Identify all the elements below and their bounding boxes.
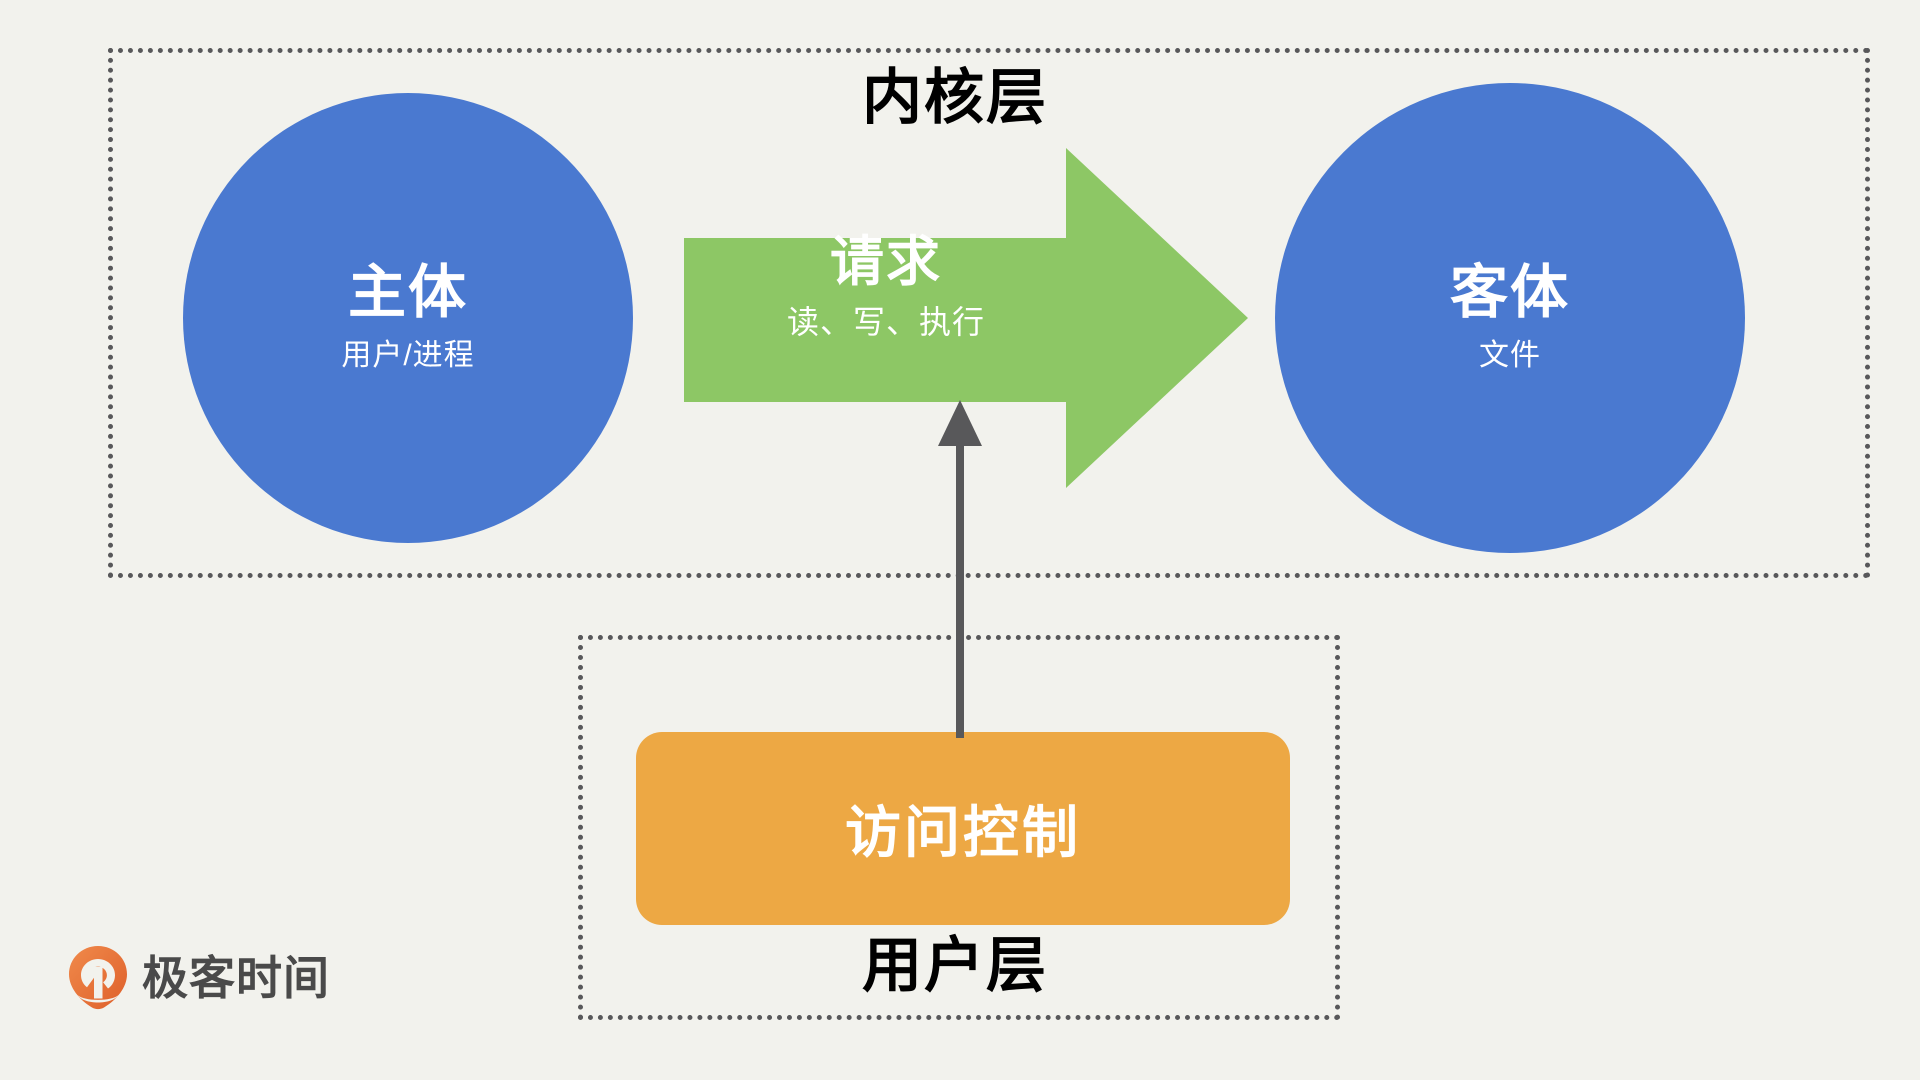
kernel-layer-title: 内核层 <box>862 64 1048 131</box>
subject-node[interactable]: 主体 用户/进程 <box>183 93 633 543</box>
subject-node-title: 主体 <box>347 260 468 325</box>
access-control-node-title: 访问控制 <box>845 801 1081 864</box>
kernel-layer-container <box>108 48 1870 578</box>
object-node-title: 客体 <box>1449 260 1570 325</box>
brand-logo-text: 极客时间 <box>142 952 330 1004</box>
object-node-subtitle: 文件 <box>1479 339 1541 372</box>
brand-logo: 极客时间 <box>68 945 330 1011</box>
user-layer-title: 用户层 <box>862 932 1048 999</box>
geektime-pin-logo-icon <box>69 946 127 1010</box>
access-control-node[interactable]: 访问控制 <box>636 732 1290 925</box>
object-node[interactable]: 客体 文件 <box>1275 83 1745 553</box>
subject-node-subtitle: 用户/进程 <box>341 339 475 372</box>
request-arrow-shape[interactable] <box>676 140 1256 500</box>
control-connector-arrow-icon <box>930 398 990 738</box>
